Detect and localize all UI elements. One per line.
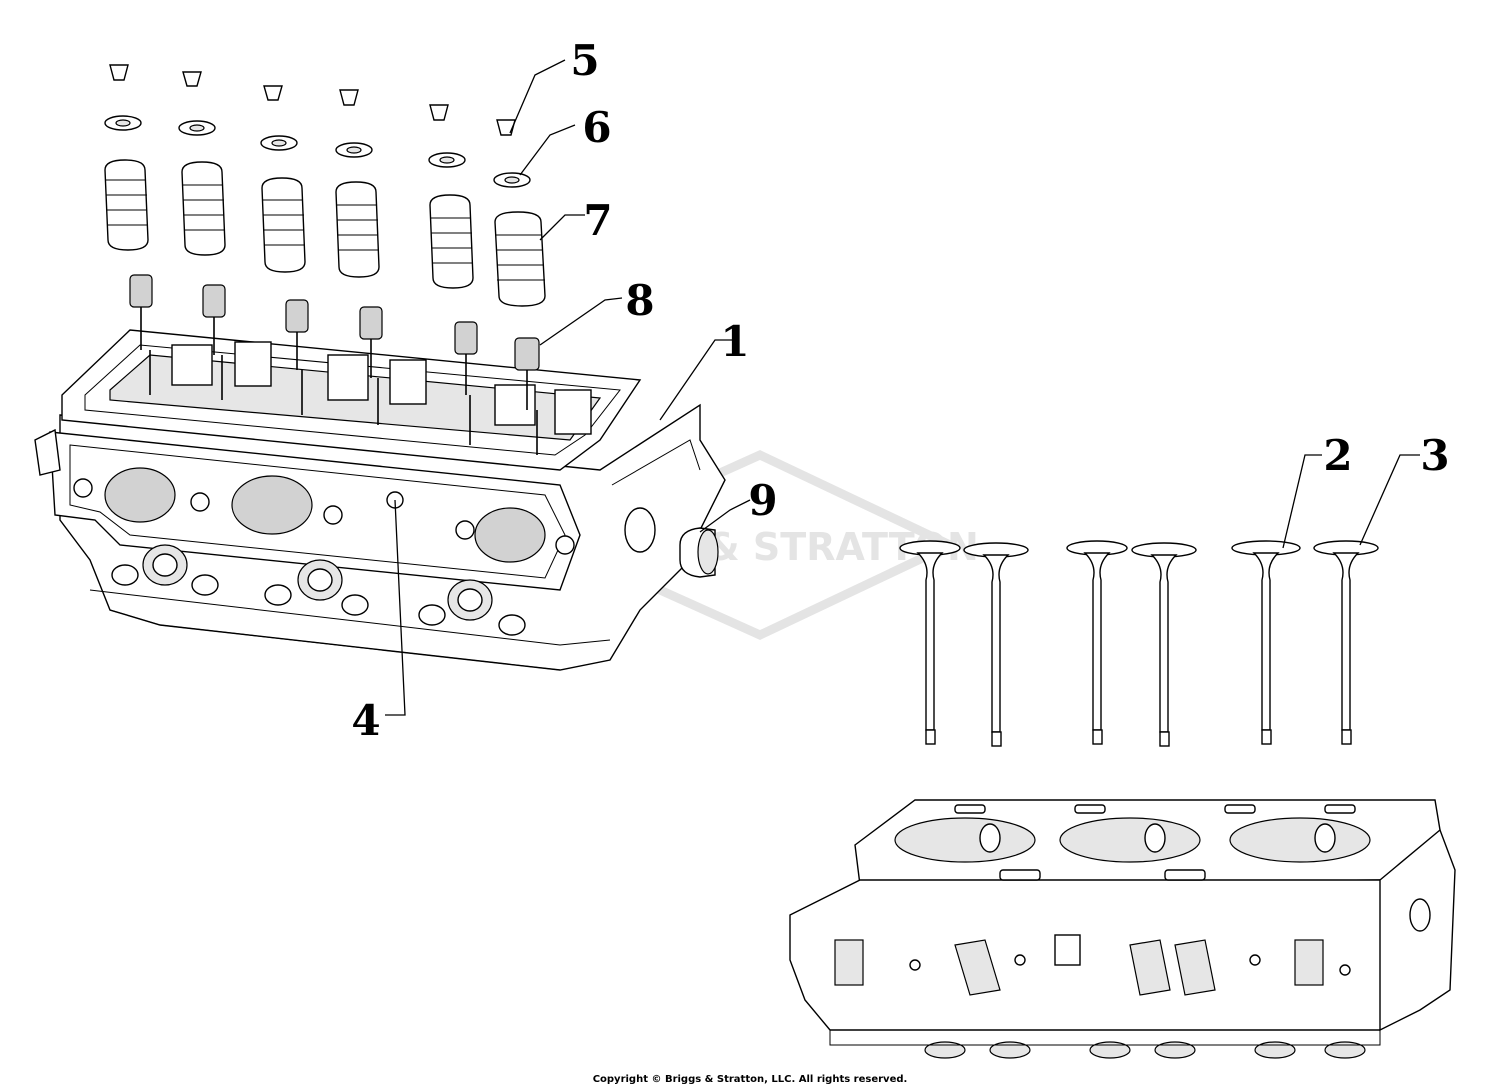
cylinder-head-right <box>789 799 1456 1059</box>
callout-labels: 5 6 7 8 1 9 4 2 3 <box>351 36 1449 745</box>
valve-5 <box>1231 540 1301 745</box>
callout-6: 6 <box>582 103 611 152</box>
callout-3: 3 <box>1420 431 1449 480</box>
valve-stack-5 <box>428 104 478 395</box>
valve-stack-4 <box>335 89 383 378</box>
valve-3 <box>1066 540 1128 745</box>
valve-stack-6 <box>493 119 546 410</box>
valve-2 <box>963 542 1029 747</box>
valve-stack-3 <box>260 85 309 370</box>
plug-item-9 <box>679 527 719 578</box>
valve-6 <box>1313 540 1379 745</box>
callout-8: 8 <box>625 276 654 325</box>
callout-1: 1 <box>720 317 749 366</box>
valve-stack-1 <box>104 64 153 350</box>
valve-train-stacks <box>104 64 546 455</box>
copyright-notice: Copyright © Briggs & Stratton, LLC. All … <box>592 1074 908 1085</box>
callout-leaders <box>385 59 1420 716</box>
callout-4: 4 <box>351 696 380 745</box>
callout-5: 5 <box>570 36 599 85</box>
callout-2: 2 <box>1323 431 1352 480</box>
callout-7: 7 <box>583 196 612 245</box>
valve-4 <box>1131 542 1197 747</box>
callout-9: 9 <box>748 476 777 525</box>
valve-stack-2 <box>178 71 226 355</box>
valves-row <box>899 540 1379 747</box>
cylinder-head-left <box>34 329 726 671</box>
valve-1 <box>899 540 961 745</box>
